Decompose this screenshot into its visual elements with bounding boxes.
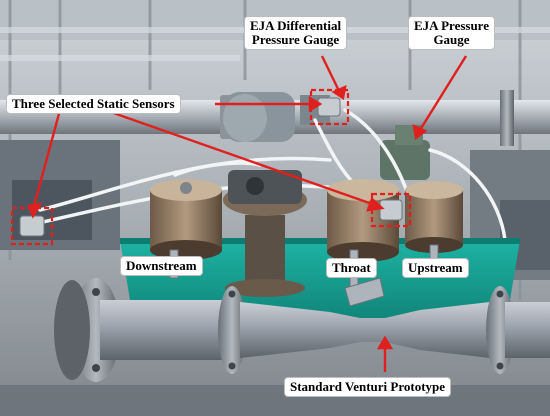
label-eja-pressure-gauge: EJA Pressure Gauge [408, 16, 495, 50]
label-ep-line2: Gauge [433, 32, 470, 47]
label-downstream: Downstream [120, 256, 203, 276]
label-standard-venturi-prototype: Standard Venturi Prototype [284, 377, 452, 397]
label-eja-differential-pressure-gauge: EJA Differential Pressure Gauge [244, 16, 348, 50]
label-upstream: Upstream [402, 258, 469, 278]
label-three-selected-static-sensors: Three Selected Static Sensors [6, 94, 181, 114]
label-edp-line1: EJA Differential [250, 18, 342, 33]
label-edp-line2: Pressure Gauge [251, 32, 340, 47]
label-throat: Throat [326, 258, 377, 278]
label-ep-line1: EJA Pressure [414, 18, 489, 33]
